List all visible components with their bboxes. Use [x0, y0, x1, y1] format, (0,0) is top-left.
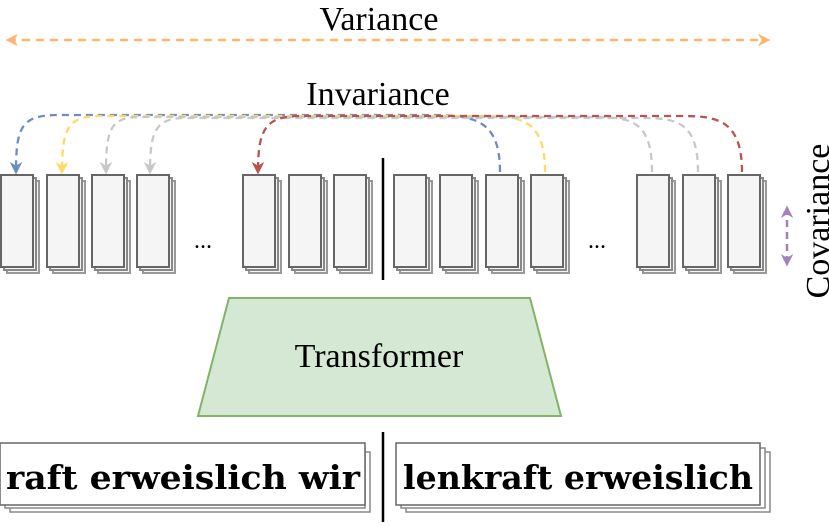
- token-box: [136, 174, 170, 268]
- invariance-arrow-red: [251, 114, 744, 175]
- invariance-arrow-blue: [9, 113, 502, 175]
- input-strip-right: lenkraft erweislich: [395, 442, 771, 513]
- invariance-arrow-gray-1: [99, 115, 654, 175]
- covariance-label: Covariance: [800, 144, 829, 299]
- transformer-label: Transformer: [295, 338, 464, 375]
- token-stack: [91, 174, 131, 274]
- token-box: [333, 174, 367, 268]
- token-stack: [288, 174, 328, 274]
- input-text-left: raft erweislich wir: [6, 458, 361, 497]
- invariance-arrow-gray-2: [143, 116, 700, 175]
- token-stack: [636, 174, 676, 274]
- token-box: [727, 174, 761, 268]
- input-strip-left: raft erweislich wir: [0, 442, 371, 513]
- token-stack: [485, 174, 525, 274]
- token-box: [530, 174, 564, 268]
- token-box: [242, 174, 276, 268]
- input-text-right: lenkraft erweislich: [403, 458, 753, 497]
- token-box: [485, 174, 519, 268]
- token-stack: [0, 174, 40, 274]
- token-stack: [46, 174, 86, 274]
- token-box: [439, 174, 473, 268]
- token-stack: [393, 174, 433, 274]
- token-stack: [136, 174, 176, 274]
- token-box: [393, 174, 427, 268]
- token-stack: [333, 174, 373, 274]
- token-box: [682, 174, 716, 268]
- invariance-label: Invariance: [306, 76, 449, 113]
- invariance-arrows: [9, 113, 744, 175]
- right-ellipsis: ...: [588, 228, 606, 254]
- invariance-arrow-yellow: [55, 114, 547, 175]
- token-box: [91, 174, 125, 268]
- variance-label: Variance: [320, 1, 439, 38]
- token-box: [0, 174, 34, 268]
- transformer-block: [196, 297, 563, 417]
- token-stack: [530, 174, 570, 274]
- token-stack: [682, 174, 722, 274]
- token-box: [46, 174, 80, 268]
- token-box: [288, 174, 322, 268]
- left-ellipsis: ...: [194, 228, 212, 254]
- token-stack: [242, 174, 282, 274]
- token-stack: [439, 174, 479, 274]
- token-stack: [727, 174, 767, 274]
- token-box: [636, 174, 670, 268]
- token-sequence: [0, 174, 767, 274]
